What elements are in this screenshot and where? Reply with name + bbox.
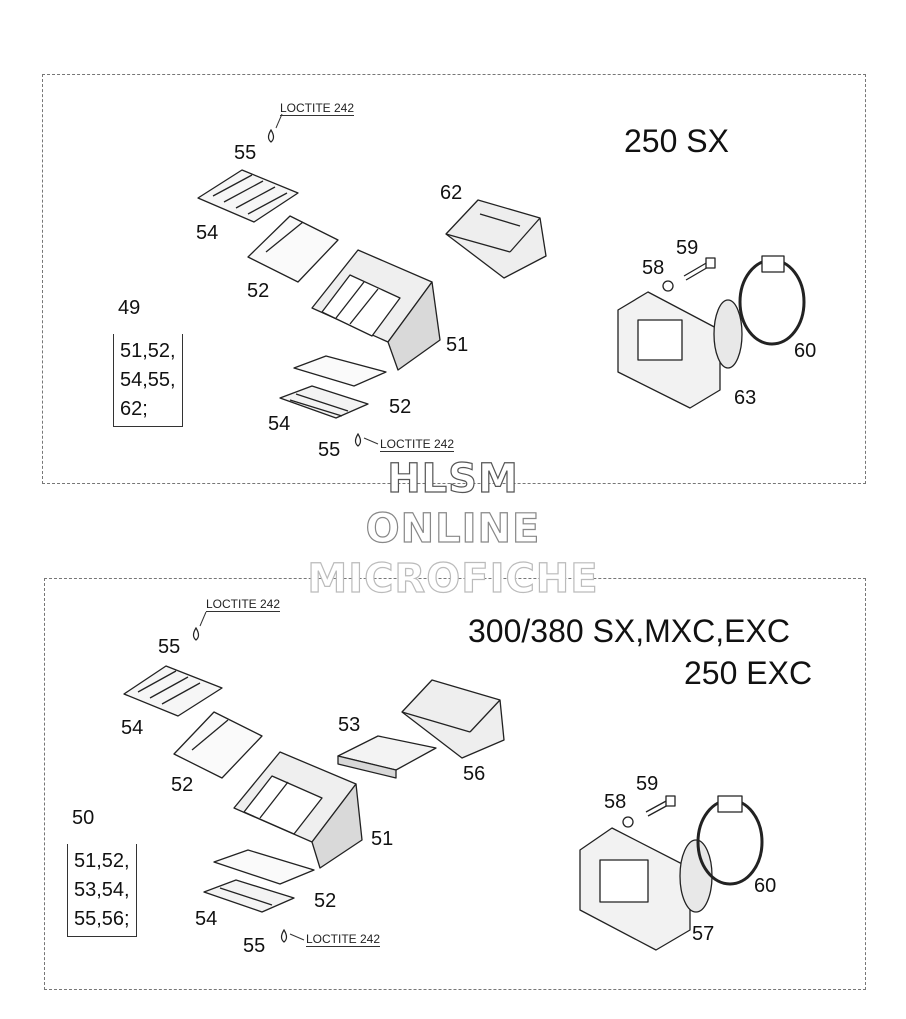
part-label: 58 xyxy=(642,257,665,279)
kit-row: 51,52, xyxy=(120,340,176,362)
watermark-line: HLSM xyxy=(387,455,519,502)
model-title-250-exc: 250 EXC xyxy=(684,655,813,691)
panel-300-380 xyxy=(44,578,866,990)
part-label: 56 xyxy=(463,763,486,785)
part-label: 54 xyxy=(121,717,144,739)
loctite-note: LOCTITE 242 xyxy=(306,932,381,947)
model-title-300-380: 300/380 SX,MXC,EXC xyxy=(468,613,790,649)
kit-row: 54,55, xyxy=(120,369,176,391)
kit-row: 62; xyxy=(120,398,148,420)
part-label: 52 xyxy=(389,396,412,418)
part-label: 55 xyxy=(243,935,266,957)
part-label: 55 xyxy=(318,439,341,461)
loctite-note: LOCTITE 242 xyxy=(280,101,355,116)
kit-number: 49 xyxy=(118,297,141,319)
kit-number: 50 xyxy=(72,807,95,829)
kit-row: 55,56; xyxy=(74,908,130,930)
kit-contents-box: 51,52, 53,54, 55,56; xyxy=(67,844,137,937)
part-label: 54 xyxy=(196,222,219,244)
part-label: 55 xyxy=(158,636,181,658)
part-label: 54 xyxy=(268,413,291,435)
kit-row: 53,54, xyxy=(74,879,130,901)
part-label: 52 xyxy=(314,890,337,912)
part-label: 51 xyxy=(371,828,394,850)
part-label: 54 xyxy=(195,908,218,930)
part-label: 59 xyxy=(676,237,699,259)
part-label: 60 xyxy=(794,340,817,362)
part-label: 52 xyxy=(171,774,194,796)
part-label: 63 xyxy=(734,387,757,409)
kit-row: 51,52, xyxy=(74,850,130,872)
loctite-note: LOCTITE 242 xyxy=(380,437,455,452)
loctite-note: LOCTITE 242 xyxy=(206,597,281,612)
part-label: 55 xyxy=(234,142,257,164)
part-label: 62 xyxy=(440,182,463,204)
model-title-250-sx: 250 SX xyxy=(624,123,729,159)
watermark-line: MICROFICHE xyxy=(307,555,599,602)
part-label: 53 xyxy=(338,714,361,736)
part-label: 58 xyxy=(604,791,627,813)
part-label: 57 xyxy=(692,923,715,945)
part-label: 60 xyxy=(754,875,777,897)
panel-250-sx xyxy=(42,74,866,484)
watermark-line: ONLINE xyxy=(365,505,541,552)
kit-contents-box: 51,52, 54,55, 62; xyxy=(113,334,183,427)
part-label: 51 xyxy=(446,334,469,356)
part-label: 59 xyxy=(636,773,659,795)
part-label: 52 xyxy=(247,280,270,302)
